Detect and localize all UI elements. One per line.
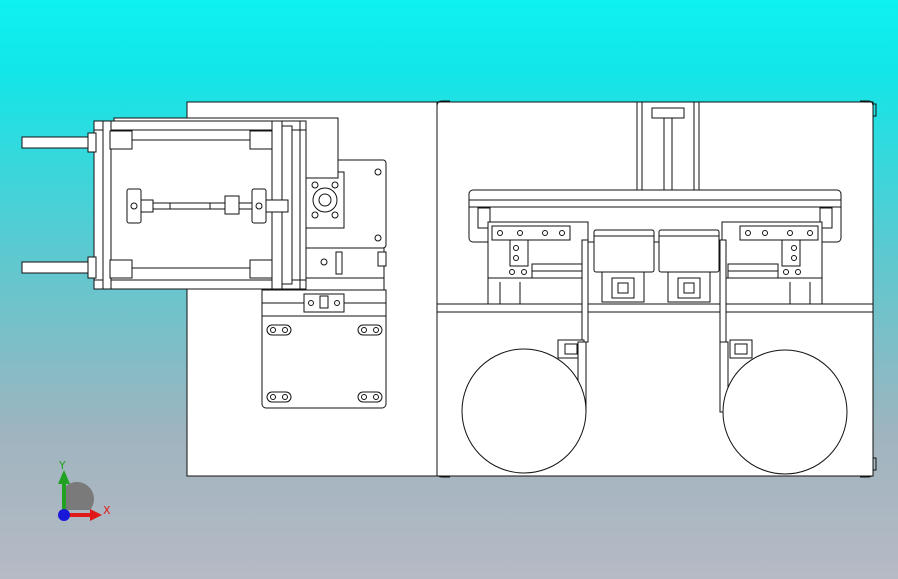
coordinate-triad (58, 470, 102, 521)
guide-rod-bottom[interactable] (21, 256, 97, 279)
triad-y-arrowhead (58, 470, 70, 484)
triad-x-label: X (103, 504, 111, 517)
left-guide-arm[interactable] (557, 239, 589, 413)
material-roll-left[interactable] (461, 348, 587, 474)
triad-z-axis (58, 509, 70, 521)
guide-rod-top[interactable] (21, 132, 97, 153)
right-slide-module[interactable] (721, 221, 823, 305)
triad-y-label: Y (59, 459, 66, 472)
material-roll-right[interactable] (722, 349, 848, 475)
right-guide-arm[interactable] (719, 239, 753, 413)
slide-plate[interactable] (261, 289, 387, 409)
gripper-head-left[interactable] (593, 229, 655, 303)
left-slide-module[interactable] (487, 221, 589, 305)
gripper-head-right[interactable] (658, 229, 720, 303)
cylinder-piston-rod[interactable] (126, 188, 289, 224)
upper-bracket-plate[interactable] (299, 159, 387, 249)
triad-x-arrowhead (90, 509, 102, 521)
triad-z-arc (64, 481, 95, 510)
mid-carriage-block[interactable] (299, 244, 387, 291)
